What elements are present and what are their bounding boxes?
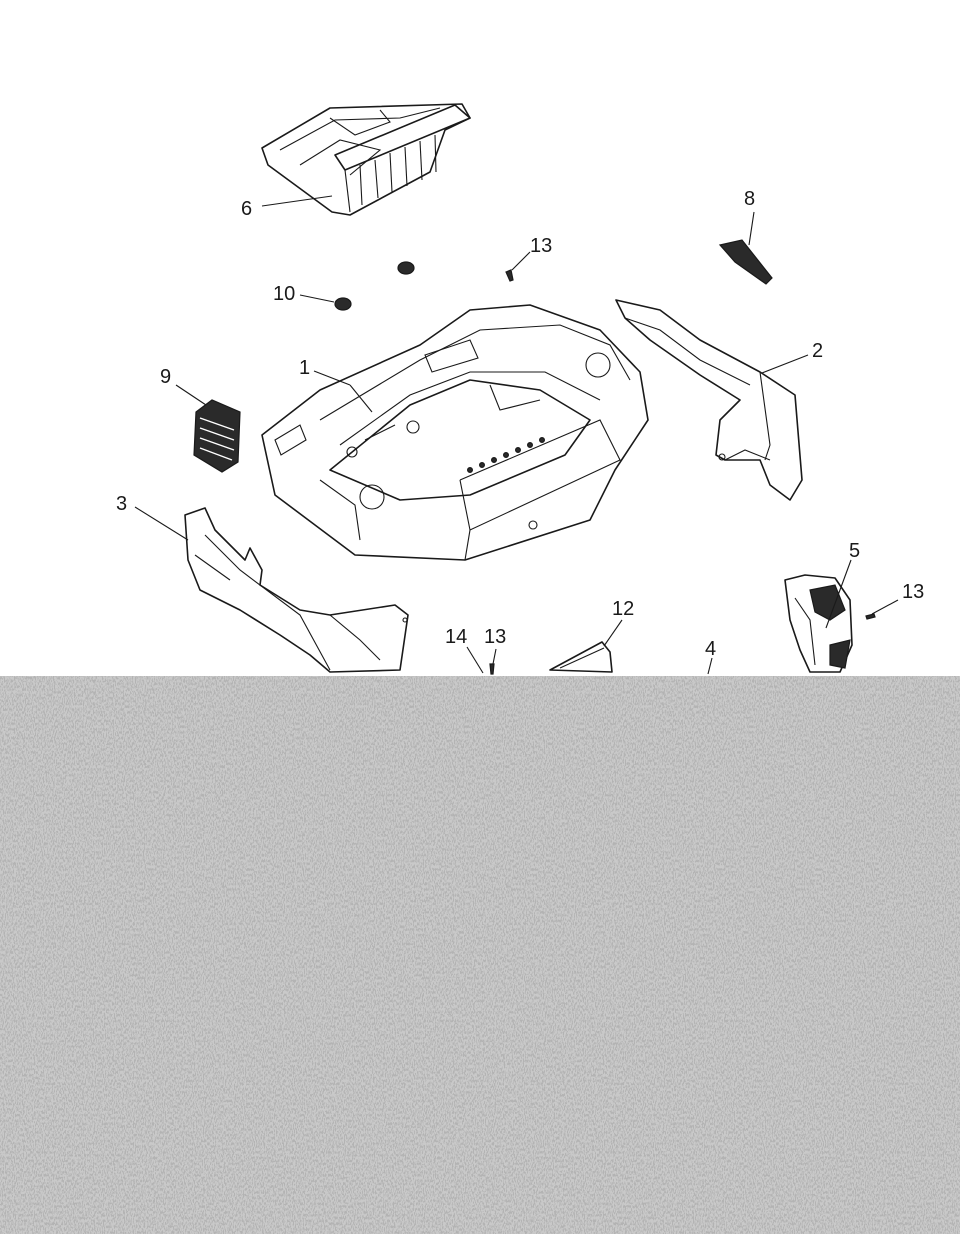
part-1-main-tub [261,304,649,561]
callout-8: 8 [744,188,755,210]
part-9-grille [193,399,241,473]
callout-labels: 6 8 13 10 2 1 9 3 5 13 12 14 13 4 [116,188,924,660]
part-12-vent [549,641,613,673]
callout-12: 12 [612,598,634,620]
part-3-left-panel [184,507,409,673]
callout-14: 14 [445,626,467,648]
part-10-grommets [334,261,415,311]
callout-5: 6 [241,198,252,220]
callout-6: 5 [849,540,860,562]
callout-13-top: 13 [530,235,552,257]
part-2-right-panel [615,299,803,501]
callout-9: 9 [160,366,171,388]
callout-13-bottom: 13 [484,626,506,648]
tub-front-slots [467,437,545,474]
part-13-screws [489,269,876,675]
callout-10: 10 [273,283,295,305]
part-6-right-lower-panel [784,574,853,673]
part-5-tray [261,103,471,216]
callout-13-right: 13 [902,581,924,603]
callout-2: 2 [812,340,823,362]
noise-band [0,676,960,1234]
callout-4: 4 [705,638,716,660]
part-8-latch [718,239,773,285]
callout-1: 1 [299,357,310,379]
leader-lines [134,195,899,675]
callout-3: 3 [116,493,127,515]
